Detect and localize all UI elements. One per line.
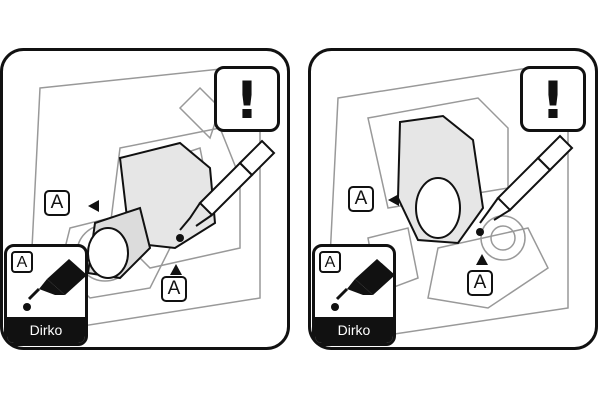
product-name: Dirko [7,317,85,343]
product-marker: A [11,251,33,273]
sealant-drop [476,228,484,236]
marker-a-bottom: A [161,276,187,302]
housing-part [86,141,217,280]
sealant-tube [179,139,276,231]
warning-sign: ! [520,66,586,132]
product-card: A Dirko [4,244,88,346]
pointer-bottom [476,254,488,265]
exclamation-icon: ! [235,71,259,131]
instruction-panel-right: ! A A A Dirko [308,48,598,350]
product-card: A Dirko [312,244,396,346]
pointer-bottom [170,264,182,275]
marker-a-left: A [44,190,70,216]
engine-illustration [327,67,569,339]
warning-sign: ! [214,66,280,132]
sealant-bottle-icon [331,259,393,311]
sealant-drop [176,234,184,242]
marker-a-left: A [348,186,374,212]
exclamation-icon: ! [541,71,565,131]
housing-part [396,114,485,245]
pointer-left [388,194,399,206]
product-marker: A [319,251,341,273]
sealant-bottle-icon [23,259,85,311]
instruction-panel-left: ! A A A Dirko [0,48,290,350]
marker-a-bottom: A [467,270,493,296]
product-name: Dirko [315,317,393,343]
sealant-tube [479,134,574,224]
pointer-left [88,200,99,212]
